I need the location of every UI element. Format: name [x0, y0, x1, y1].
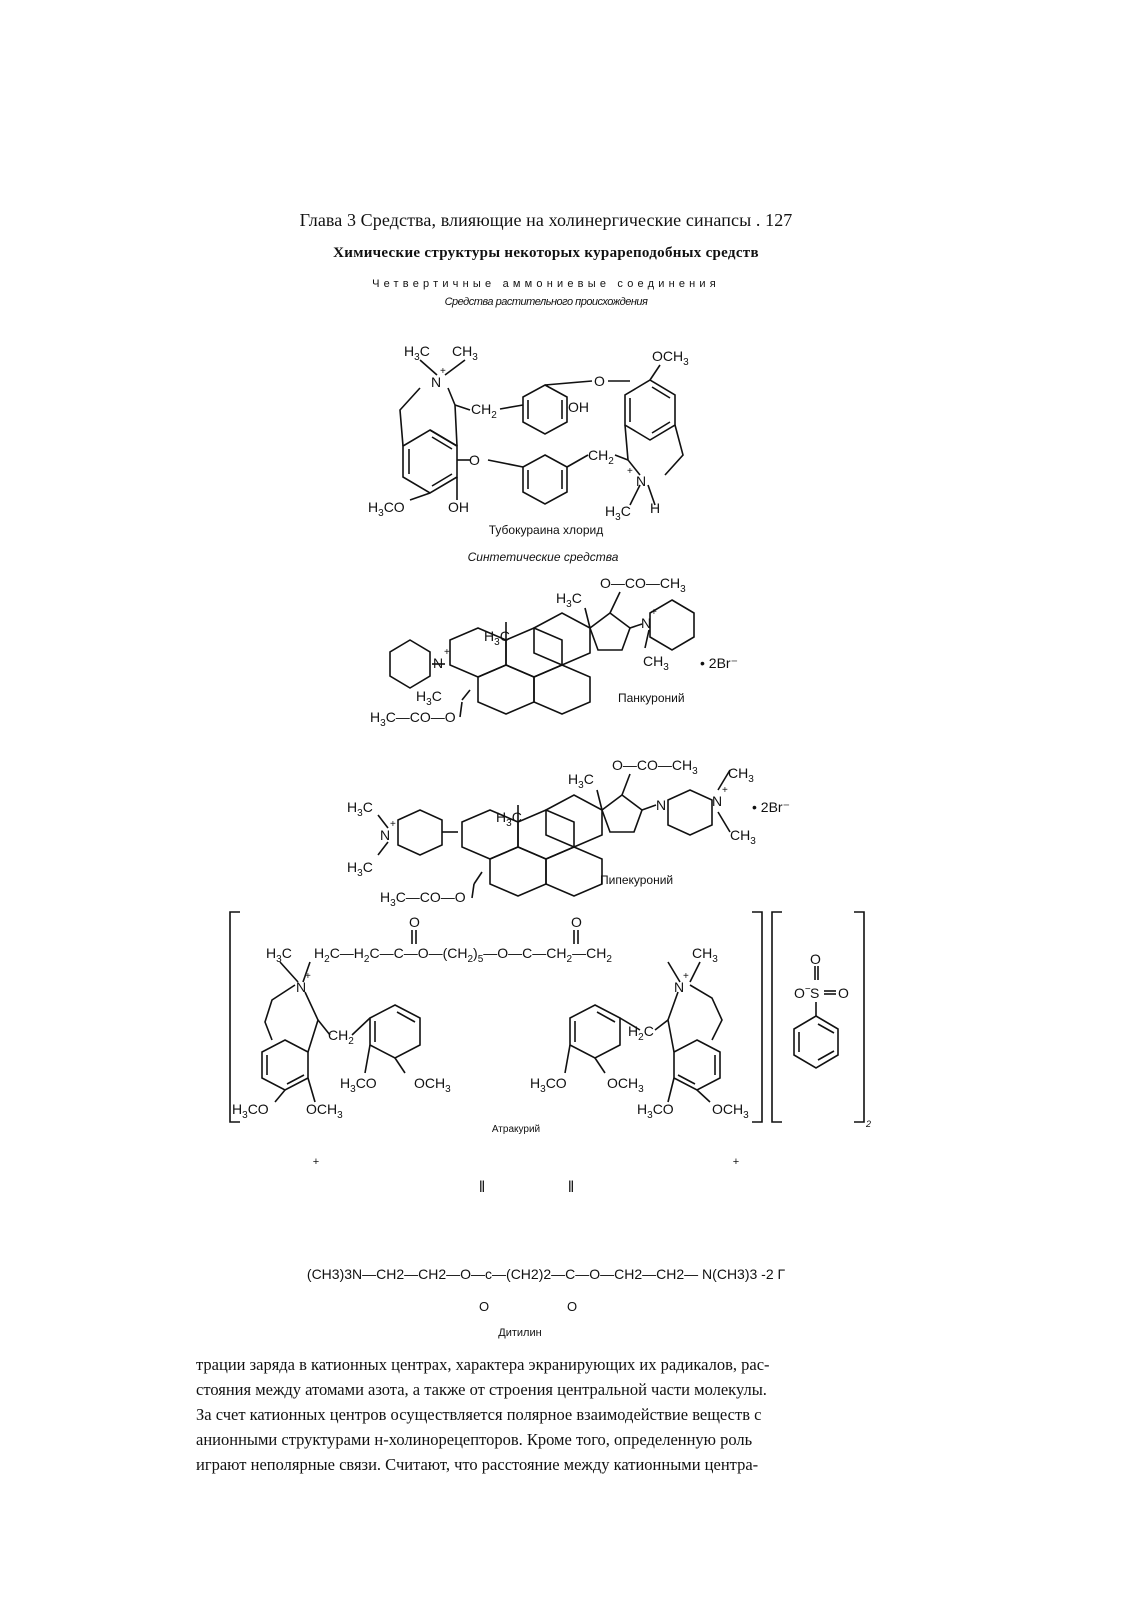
- svg-text:N: N: [674, 979, 684, 995]
- svg-text:N: N: [712, 793, 722, 809]
- svg-text:S: S: [810, 985, 819, 1001]
- svg-text:H3CO: H3CO: [530, 1075, 567, 1095]
- svg-text:+: +: [627, 466, 633, 477]
- dithylin-double-bond-left: ‖: [479, 1179, 486, 1196]
- body-line: стояния между атомами азота, а также от …: [196, 1380, 767, 1399]
- svg-text:O: O: [594, 373, 605, 389]
- svg-text:+: +: [722, 785, 728, 796]
- body-line: анионными структурами н-холинорецепторов…: [196, 1430, 753, 1449]
- svg-text:O: O: [409, 914, 420, 930]
- svg-text:H3C—CO—O: H3C—CO—O: [380, 889, 466, 909]
- dithylin-plus-left: +: [313, 1156, 319, 1168]
- svg-text:H3CO: H3CO: [368, 499, 405, 519]
- svg-text:OH: OH: [568, 399, 589, 415]
- pancuronium-structure: O—CO—CH3 H3C N + CH3 • 2Br⁻ H3C N + H3C …: [370, 575, 738, 729]
- pipecuronium-label: Пипекуроний: [600, 873, 673, 887]
- svg-text:CH3: CH3: [452, 343, 478, 363]
- svg-text:N: N: [636, 473, 646, 489]
- dithylin-carbonyl-o-left: O: [479, 1299, 489, 1314]
- tubocurarine-structure: H3C CH3 N + CH2 O H3CO OH O OH OCH3 CH2 …: [368, 343, 689, 523]
- dithylin-label: Дитилин: [498, 1327, 541, 1339]
- pancuronium-counterion: • 2Br⁻: [700, 655, 738, 671]
- svg-text:+: +: [390, 819, 396, 830]
- svg-text:CH3: CH3: [730, 827, 756, 847]
- dithylin-plus-right: +: [733, 1156, 739, 1168]
- svg-text:OCH3: OCH3: [607, 1075, 644, 1095]
- svg-text:H3C: H3C: [416, 688, 442, 708]
- svg-text:H3C: H3C: [605, 503, 631, 523]
- plant-origin-heading: Средства растительного происхождения: [444, 296, 648, 308]
- atracurium-label: Атракурий: [492, 1124, 540, 1135]
- svg-text:OCH3: OCH3: [712, 1101, 749, 1121]
- pipecuronium-structure: O—CO—CH3 H3C N N + CH3 CH3 • 2Br⁻ H3C H3…: [347, 757, 790, 909]
- atracurium-structure: O O H3C H2C—H2C—C—O—(CH2)5—O—C—CH2—CH2 C…: [229, 911, 871, 1129]
- svg-text:H3C: H3C: [496, 809, 522, 829]
- svg-text:+: +: [444, 647, 450, 658]
- svg-text:H3C: H3C: [347, 859, 373, 879]
- svg-text:H3CO: H3CO: [232, 1101, 269, 1121]
- svg-text:O: O: [810, 951, 821, 967]
- pipecuronium-counterion: • 2Br⁻: [752, 799, 790, 815]
- svg-text:N: N: [380, 827, 390, 843]
- body-text: трации заряда в катионных центрах, харак…: [196, 1352, 906, 1477]
- svg-text:OCH3: OCH3: [652, 348, 689, 368]
- dithylin-formula: (CH3)3N—CH2—CH2—O—c—(CH2)2—C—O—CH2—CH2— …: [0, 1266, 1092, 1282]
- pancuronium-label: Панкуроний: [618, 691, 685, 705]
- svg-text:O—CO—CH3: O—CO—CH3: [612, 757, 698, 777]
- dithylin-carbonyl-o-right: O: [567, 1299, 577, 1314]
- body-line: играют неполярные связи. Считают, что ра…: [196, 1455, 759, 1474]
- section-title: Химические структуры некоторых курарепод…: [333, 245, 759, 261]
- svg-text:H2C—H2C—C—O—(CH2)5—O—C—CH2—CH2: H2C—H2C—C—O—(CH2)5—O—C—CH2—CH2: [314, 945, 612, 965]
- svg-text:CH3: CH3: [692, 945, 718, 965]
- svg-text:H3C: H3C: [404, 343, 430, 363]
- atracurium-index: 2: [865, 1119, 871, 1129]
- svg-text:CH2: CH2: [471, 401, 497, 421]
- section-subtitle: Четвертичные аммониевые соединения: [372, 278, 720, 290]
- svg-text:OCH3: OCH3: [306, 1101, 343, 1121]
- svg-text:H3C: H3C: [266, 945, 292, 965]
- svg-text:N: N: [656, 797, 666, 813]
- body-line: трации заряда в катионных центрах, харак…: [196, 1355, 770, 1374]
- svg-text:O—CO—CH3: O—CO—CH3: [600, 575, 686, 595]
- svg-text:H2C: H2C: [628, 1023, 654, 1043]
- svg-text:H3C—CO—O: H3C—CO—O: [370, 709, 456, 729]
- dithylin-double-bond-right: ‖: [568, 1179, 575, 1196]
- dithylin-formula-text: (CH3)3N—CH2—CH2—O—c—(CH2)2—C—O—CH2—CH2— …: [306, 1266, 786, 1282]
- svg-text:+: +: [305, 971, 311, 982]
- svg-text:H3C: H3C: [484, 628, 510, 648]
- svg-text:CH3: CH3: [643, 653, 669, 673]
- svg-text:H3C: H3C: [568, 771, 594, 791]
- svg-text:O: O: [838, 985, 849, 1001]
- svg-text:H3CO: H3CO: [340, 1075, 377, 1095]
- svg-text:H3C: H3C: [347, 799, 373, 819]
- svg-text:N: N: [296, 979, 306, 995]
- svg-text:N: N: [431, 374, 441, 390]
- svg-text:H3C: H3C: [556, 590, 582, 610]
- running-head: Глава 3 Средства, влияющие на холинергич…: [299, 210, 793, 230]
- svg-text:H3CO: H3CO: [637, 1101, 674, 1121]
- body-line: За счет катионных центров осуществляется…: [196, 1405, 762, 1424]
- svg-text:N: N: [433, 655, 443, 671]
- svg-text:CH3: CH3: [728, 765, 754, 785]
- svg-text:OCH3: OCH3: [414, 1075, 451, 1095]
- svg-text:O−: O−: [794, 984, 811, 1001]
- svg-text:CH2: CH2: [328, 1027, 354, 1047]
- svg-text:O: O: [571, 914, 582, 930]
- svg-text:N: N: [641, 615, 651, 631]
- svg-text:+: +: [683, 971, 689, 982]
- svg-text:H: H: [650, 500, 660, 516]
- tubocurarine-label: Тубокураина хлорид: [489, 523, 603, 537]
- synthetic-heading: Синтетические средства: [468, 550, 619, 564]
- svg-text:OH: OH: [448, 499, 469, 515]
- svg-text:+: +: [440, 366, 446, 377]
- svg-text:CH2: CH2: [588, 447, 614, 467]
- svg-text:+: +: [651, 607, 657, 618]
- svg-text:O: O: [469, 452, 480, 468]
